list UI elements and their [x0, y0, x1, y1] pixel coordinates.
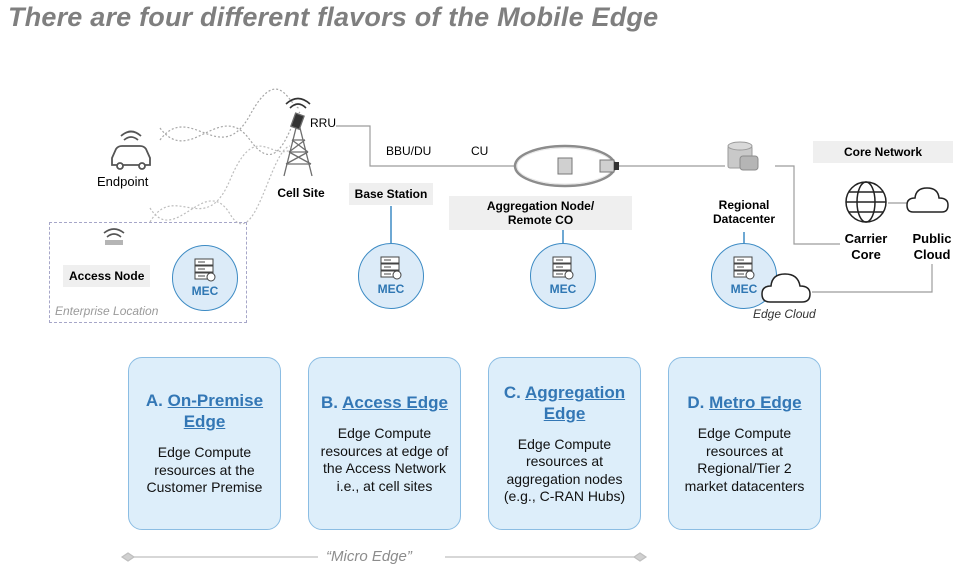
endpoint-label: Endpoint — [97, 174, 149, 189]
card-letter: C. — [503, 382, 521, 402]
cell-site-label: Cell Site — [277, 186, 325, 200]
card-link[interactable]: Aggregation Edge — [524, 382, 626, 423]
card-description: Edge Compute resources at edge of the Ac… — [320, 425, 449, 494]
globe-icon — [845, 181, 887, 223]
mec-label: MEC — [549, 282, 577, 296]
access-node-label: Access Node — [63, 265, 151, 287]
card-link[interactable]: Access Edge — [342, 393, 448, 412]
regional-datacenter-label: Regional Datacenter — [712, 198, 776, 226]
card-heading: D. Metro Edge — [687, 392, 801, 413]
card-access-edge: B. Access Edge Edge Compute resources at… — [308, 357, 461, 530]
cu-label: CU — [471, 144, 489, 158]
page-title: There are four different flavors of the … — [8, 2, 659, 32]
cell-tower-icon — [283, 97, 313, 177]
mec-node-access: MEC — [358, 243, 424, 309]
carrier-core-label: Carrier Core — [844, 231, 888, 262]
mec-label: MEC — [730, 282, 758, 296]
core-network-label: Core Network — [813, 141, 953, 163]
card-aggregation-edge: C. Aggregation Edge Edge Compute resourc… — [488, 357, 641, 530]
server-icon — [194, 258, 216, 282]
mec-label: MEC — [191, 284, 219, 298]
server-icon — [733, 256, 755, 280]
card-link[interactable]: On-Premise Edge — [167, 391, 264, 432]
card-description: Edge Compute resources at the Customer P… — [146, 444, 263, 496]
mec-node-on-premise: MEC — [172, 245, 238, 311]
mec-label: MEC — [377, 282, 405, 296]
edge-cloud-label: Edge Cloud — [753, 307, 816, 321]
mec-connectors — [390, 206, 745, 243]
rru-label: RRU — [310, 116, 336, 130]
card-description: Edge Compute resources at Regional/Tier … — [684, 425, 805, 494]
base-station-label: Base Station — [349, 183, 433, 205]
mec-node-aggregation: MEC — [530, 243, 596, 309]
card-heading: A. On-Premise Edge — [139, 390, 270, 432]
edge-cloud-icon — [761, 273, 811, 303]
card-heading: C. Aggregation Edge — [499, 382, 630, 424]
connector-lines — [336, 125, 933, 293]
card-letter: A. — [145, 391, 163, 411]
micro-edge-arrow — [120, 552, 648, 562]
enterprise-location-box — [49, 222, 247, 323]
bbu-du-label: BBU/DU — [386, 144, 432, 158]
aggregation-node-label: Aggregation Node/ Remote CO — [449, 196, 632, 230]
micro-edge-label: “Micro Edge” — [326, 548, 412, 565]
card-letter: D. — [687, 393, 705, 412]
server-icon — [380, 256, 402, 280]
card-heading: B. Access Edge — [321, 392, 448, 413]
radio-wave-links — [149, 88, 301, 225]
cloud-icon — [906, 187, 949, 213]
car-icon — [111, 130, 151, 170]
datacenter-icon — [727, 141, 759, 171]
access-node-wifi-icon — [103, 228, 125, 245]
card-metro-edge: D. Metro Edge Edge Compute resources at … — [668, 357, 821, 530]
fiber-ring-icon — [513, 144, 619, 188]
card-description: Edge Compute resources at aggregation no… — [503, 435, 626, 505]
card-on-premise-edge: A. On-Premise Edge Edge Compute resource… — [128, 357, 281, 530]
card-link[interactable]: Metro Edge — [709, 393, 802, 412]
enterprise-location-label: Enterprise Location — [55, 304, 159, 318]
public-cloud-label: Public Cloud — [912, 231, 952, 262]
card-letter: B. — [321, 393, 339, 412]
server-icon — [552, 256, 574, 280]
